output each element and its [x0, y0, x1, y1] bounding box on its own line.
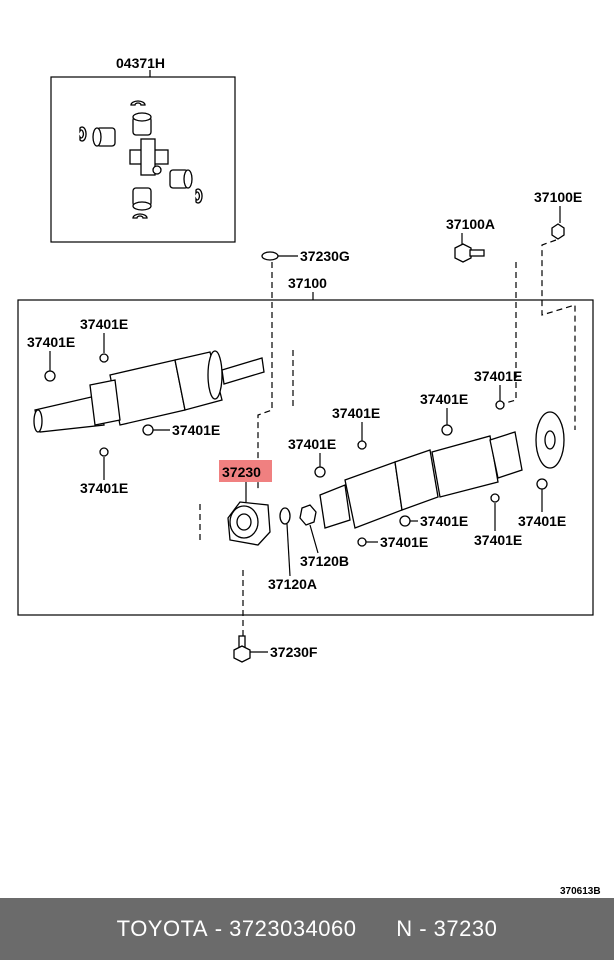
- label-nut-37100e[interactable]: 37100E: [534, 189, 582, 205]
- part-footer-bar: TOYOTA - 3723034060 N - 37230: [0, 898, 614, 960]
- kit-frame: [50, 76, 236, 243]
- label-fitting-37401e[interactable]: 37401E: [518, 513, 566, 529]
- bolt-icon: [233, 635, 251, 663]
- label-shaft-37100[interactable]: 37100: [288, 275, 327, 291]
- bolt-icon: [454, 243, 485, 263]
- label-center-bearing-37230[interactable]: 37230: [222, 464, 261, 480]
- label-fitting-37401e[interactable]: 37401E: [380, 534, 428, 550]
- nut-icon: [551, 223, 565, 240]
- footer-separator: -: [208, 916, 230, 941]
- brand-name: TOYOTA: [116, 916, 209, 941]
- part-number: 3723034060: [229, 916, 357, 941]
- label-fitting-37401e[interactable]: 37401E: [420, 391, 468, 407]
- label-fitting-37401e[interactable]: 37401E: [80, 480, 128, 496]
- label-fitting-37401e-extra[interactable]: 37401E: [474, 532, 522, 548]
- label-fitting-37401e[interactable]: 37401E: [80, 316, 128, 332]
- label-fitting-37401e[interactable]: 37401E: [420, 513, 468, 529]
- label-bolt-37100a[interactable]: 37100A: [446, 216, 495, 232]
- label-fitting-37401e[interactable]: 37401E: [332, 405, 380, 421]
- label-kit[interactable]: 04371H: [116, 55, 165, 71]
- ref-prefix: N: [396, 916, 413, 941]
- footer-gap: [357, 916, 397, 942]
- ref-number: 37230: [433, 916, 498, 941]
- front-shaft-drawing: [33, 350, 265, 433]
- label-washer-37120a[interactable]: 37120A: [268, 576, 317, 592]
- label-fitting-37401e[interactable]: 37401E: [474, 368, 522, 384]
- label-nut-37120b[interactable]: 37120B: [300, 553, 349, 569]
- parts-diagram: 04371H 37100E 37100A 37230G 37100: [17, 55, 601, 897]
- washer-icon: [261, 251, 279, 261]
- label-fitting-37401e[interactable]: 37401E: [172, 422, 220, 438]
- diagram-code: 370613B: [560, 886, 601, 897]
- universal-joint-kit-drawing: [79, 100, 203, 219]
- highlight-box: [219, 460, 272, 482]
- label-bolt-37230f[interactable]: 37230F: [270, 644, 318, 660]
- footer-separator: -: [412, 916, 434, 941]
- label-fitting-37401e[interactable]: 37401E: [27, 334, 75, 350]
- label-washer-37230g[interactable]: 37230G: [300, 248, 350, 264]
- center-bearing-drawing: [227, 501, 271, 546]
- label-fitting-37401e[interactable]: 37401E: [288, 436, 336, 452]
- rear-shaft-drawing: [319, 411, 565, 529]
- shaft-assembly-frame: [17, 299, 594, 616]
